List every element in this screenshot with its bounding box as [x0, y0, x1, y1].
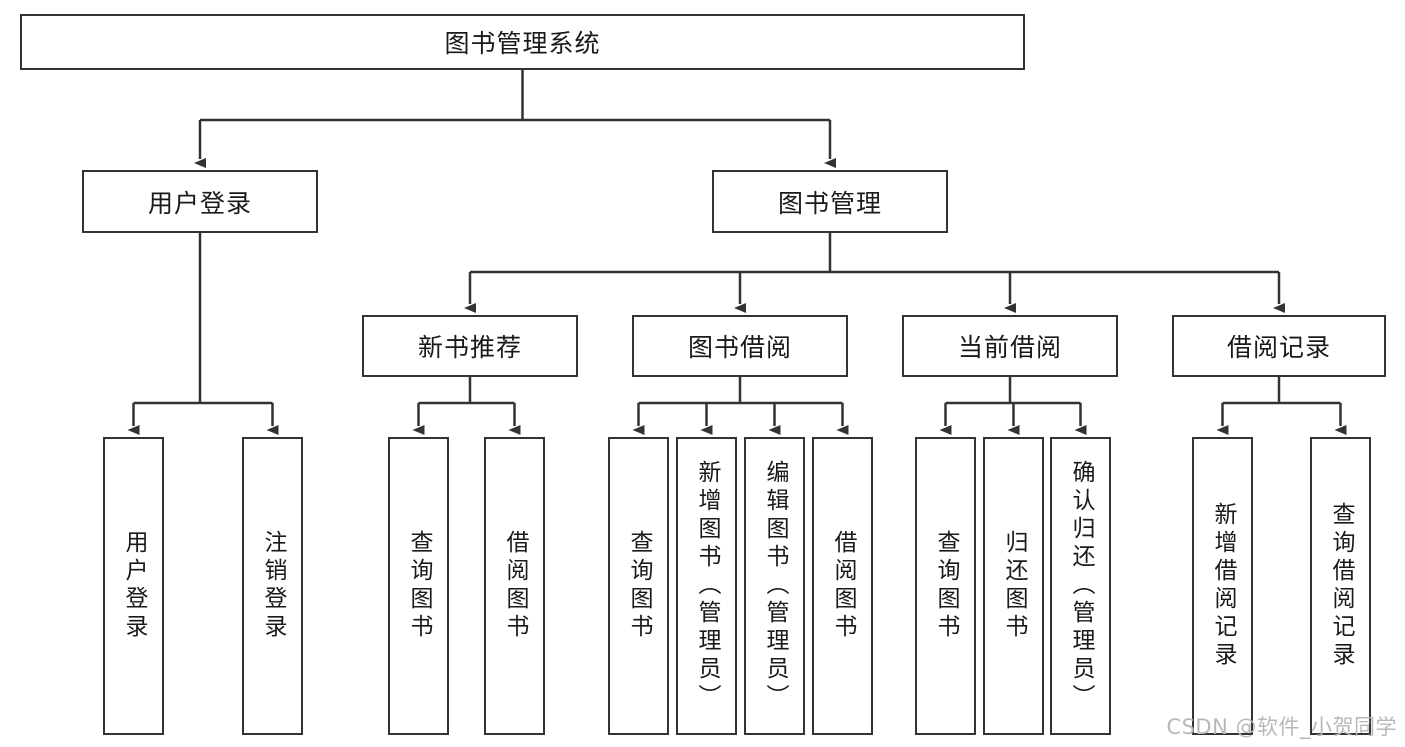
- node-label: 确认归还（管理员）: [1068, 460, 1094, 712]
- node-label: 当前借阅: [957, 333, 1062, 362]
- node-label: 用户登录: [147, 188, 252, 218]
- node-label: 查询借阅记录: [1328, 502, 1354, 670]
- node-label: 注销登录: [260, 530, 286, 642]
- node-label: 新增图书（管理员）: [694, 460, 720, 712]
- node-label: 查询图书: [933, 530, 959, 642]
- node-leaf-user-login[interactable]: 用户登录: [103, 437, 164, 735]
- node-leaf-borrow-book[interactable]: 借阅图书: [812, 437, 873, 735]
- node-leaf-return-book[interactable]: 归还图书: [983, 437, 1044, 735]
- node-new-book-recommend[interactable]: 新书推荐: [362, 315, 578, 377]
- node-borrow-record[interactable]: 借阅记录: [1172, 315, 1386, 377]
- node-label: 新增借阅记录: [1210, 502, 1236, 670]
- node-leaf-query-book-borrow[interactable]: 查询图书: [608, 437, 669, 735]
- node-label: 归还图书: [1001, 530, 1027, 642]
- node-leaf-borrow-book-rec[interactable]: 借阅图书: [484, 437, 545, 735]
- node-label: 借阅图书: [830, 530, 856, 642]
- node-label: 新书推荐: [417, 333, 522, 362]
- node-label: 借阅图书: [502, 530, 528, 642]
- node-leaf-edit-book-admin[interactable]: 编辑图书（管理员）: [744, 437, 805, 735]
- node-current-borrow[interactable]: 当前借阅: [902, 315, 1118, 377]
- node-leaf-query-book-current[interactable]: 查询图书: [915, 437, 976, 735]
- node-leaf-query-borrow-record[interactable]: 查询借阅记录: [1310, 437, 1371, 735]
- node-label: 图书借阅: [687, 333, 792, 362]
- node-label: 图书管理系统: [444, 29, 601, 58]
- watermark-text: CSDN @软件_小贺同学: [1166, 715, 1397, 739]
- node-leaf-user-logout[interactable]: 注销登录: [242, 437, 303, 735]
- node-label: 借阅记录: [1226, 333, 1331, 362]
- node-book-borrow[interactable]: 图书借阅: [632, 315, 848, 377]
- node-leaf-confirm-return-admin[interactable]: 确认归还（管理员）: [1050, 437, 1111, 735]
- node-label: 用户登录: [121, 530, 147, 642]
- node-label: 查询图书: [406, 530, 432, 642]
- node-leaf-query-book-rec[interactable]: 查询图书: [388, 437, 449, 735]
- node-leaf-add-borrow-record[interactable]: 新增借阅记录: [1192, 437, 1253, 735]
- node-label: 查询图书: [626, 530, 652, 642]
- node-book-manage[interactable]: 图书管理: [712, 170, 948, 233]
- node-label: 编辑图书（管理员）: [762, 460, 788, 712]
- node-leaf-add-book-admin[interactable]: 新增图书（管理员）: [676, 437, 737, 735]
- node-root[interactable]: 图书管理系统: [20, 14, 1025, 70]
- node-user-login[interactable]: 用户登录: [82, 170, 318, 233]
- node-label: 图书管理: [777, 188, 882, 218]
